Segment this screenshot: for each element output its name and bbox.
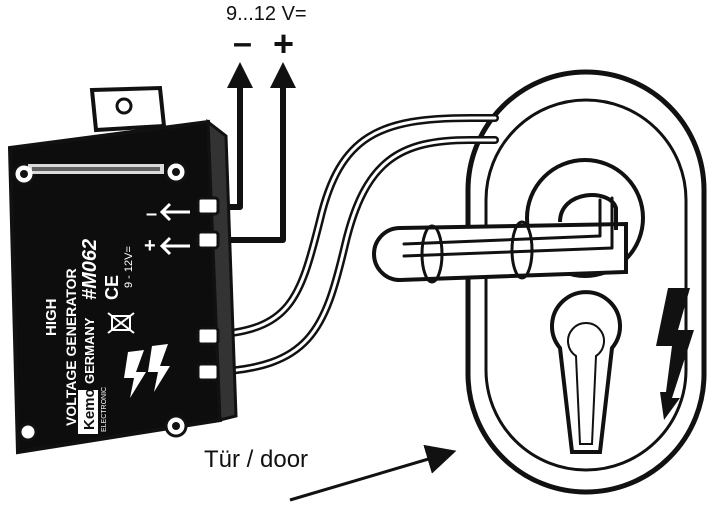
keyhole: [550, 290, 622, 454]
module-pin-minus: –: [146, 203, 157, 225]
module-title-high: HIGH: [43, 299, 60, 337]
screw-hole-icon: [115, 97, 133, 115]
high-voltage-bolt-icon: [124, 350, 146, 398]
screw-hole-icon: [18, 422, 38, 442]
output-wires: [208, 114, 614, 376]
waste-bin-crossed-icon: [107, 312, 135, 334]
module-ce-mark: CE: [102, 275, 122, 300]
high-voltage-bolt-icon: [656, 288, 694, 420]
module-title-voltage-generator: VOLTAGE GENERATOR: [63, 268, 79, 426]
module-sub-brand: ELECTRONIC: [101, 387, 108, 432]
supply-wire-plus: [212, 74, 286, 243]
module-input-label: 9 - 12V=: [123, 246, 135, 288]
module-brand: Kemo: [81, 388, 98, 430]
module-pin-plus: +: [144, 235, 156, 257]
module-model: #M062: [79, 239, 101, 300]
supply-voltage-label: 9...12 V=: [226, 3, 307, 25]
arrow-icon: [227, 62, 253, 88]
supply-minus-sign: –: [233, 24, 252, 62]
door-escutcheon: [465, 69, 707, 495]
module-pin-labels: – +: [144, 202, 190, 257]
module-input-text: 9 - 12V=: [123, 246, 135, 288]
module-text-marks: CE: [102, 275, 122, 300]
module-text-main: HIGH VOLTAGE GENERATOR: [43, 268, 79, 426]
door-label: Tür / door: [204, 446, 308, 473]
arrow-icon: [159, 202, 190, 222]
arrow-icon: [270, 62, 296, 88]
arrow-icon: [159, 236, 190, 256]
module-terminals: [196, 196, 220, 382]
supply-plus-sign: +: [273, 23, 294, 64]
high-voltage-bolt-icon: [148, 344, 170, 392]
door-pointer-arrow: [289, 444, 457, 502]
module-made-in: GERMANY: [82, 317, 97, 384]
module-text-brand: Kemo GERMANY #M062 ELECTRONIC: [78, 239, 108, 434]
